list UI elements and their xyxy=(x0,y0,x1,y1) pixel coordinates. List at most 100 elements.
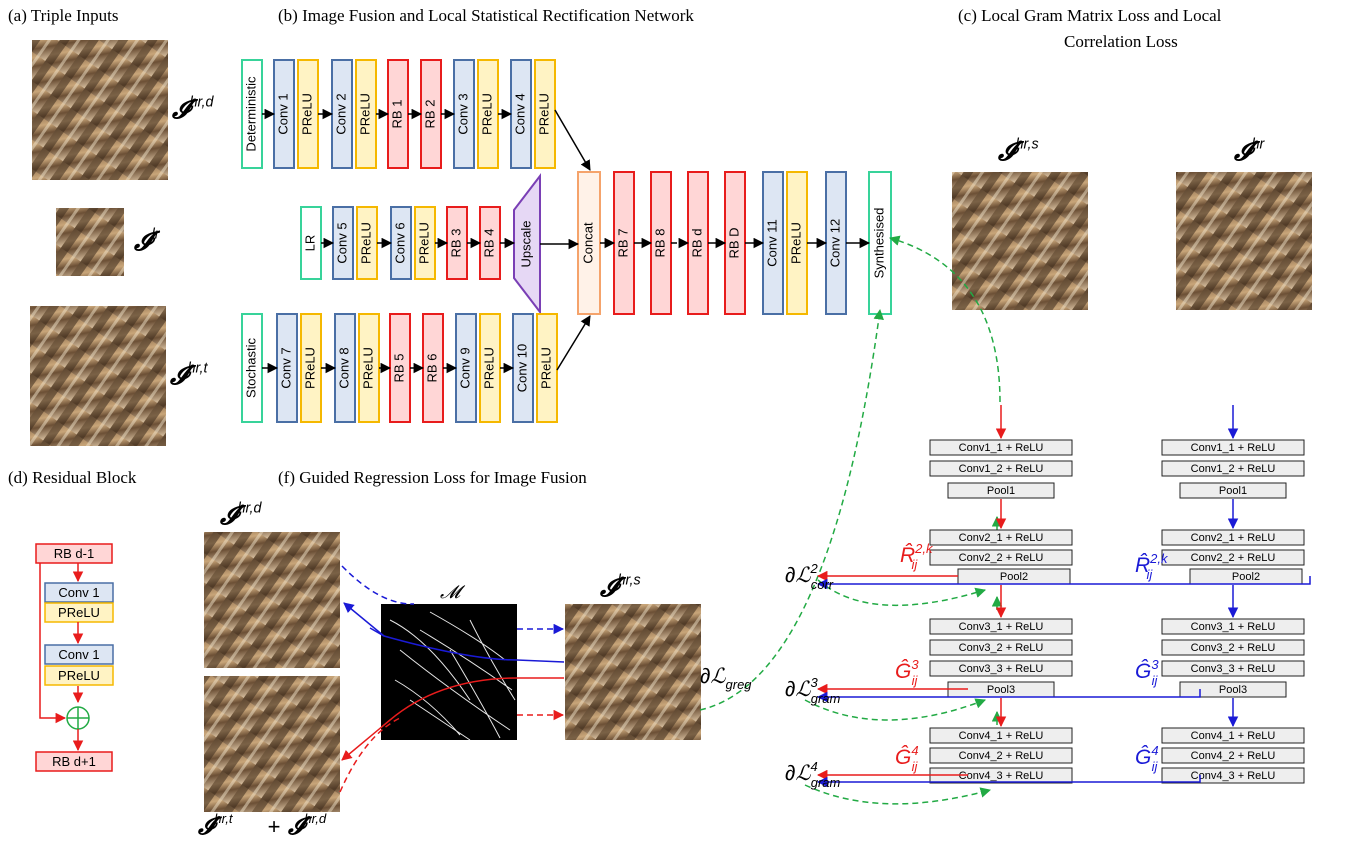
vgg-label: Conv3_3 + ReLU xyxy=(959,663,1044,675)
vgg-right-conv4-2-relu: Conv4_2 + ReLU xyxy=(1161,747,1305,764)
rb-label: Conv 1 xyxy=(58,647,99,662)
vgg-left-conv1-2-relu: Conv1_2 + ReLU xyxy=(929,460,1073,477)
vgg-label: Conv1_1 + ReLU xyxy=(1191,442,1276,454)
block-label: Conv 7 xyxy=(278,347,293,388)
block-label: PReLU xyxy=(358,222,373,264)
rb-label: PReLU xyxy=(58,605,100,620)
vgg-left-conv3-1-relu: Conv3_1 + ReLU xyxy=(929,618,1073,635)
vgg-left-conv1-1-relu: Conv1_1 + ReLU xyxy=(929,439,1073,456)
block-prelu: PReLU xyxy=(297,59,319,169)
block-upscale: Upscale xyxy=(513,173,541,315)
block-label: PReLU xyxy=(481,347,496,389)
vgg-label: Pool2 xyxy=(1232,571,1260,583)
vgg-right-pool3: Pool3 xyxy=(1179,681,1287,698)
vgg-label: Conv3_1 + ReLU xyxy=(1191,621,1276,633)
block-label: Conv 12 xyxy=(827,219,842,267)
vgg-label: Conv1_2 + ReLU xyxy=(1191,463,1276,475)
block-label: RB 7 xyxy=(615,229,630,258)
title-fusion-network: (b) Image Fusion and Local Statistical R… xyxy=(278,6,694,25)
block-rb-1: RB 1 xyxy=(387,59,409,169)
symbol-sum-left: 𝓘hr,t xyxy=(197,811,234,840)
block-rb-3: RB 3 xyxy=(446,206,468,280)
grad-gram3 xyxy=(804,698,986,721)
block-label: PReLU xyxy=(360,347,375,389)
symbol-hr-d: 𝓘hr,d xyxy=(171,94,214,124)
vgg-right-pool1: Pool1 xyxy=(1179,482,1287,499)
block-rb-7: RB 7 xyxy=(613,171,635,315)
vgg-right-conv3-2-relu: Conv3_2 + ReLU xyxy=(1161,639,1305,656)
symbol-hr-s-f: 𝓘hr,s xyxy=(599,572,641,602)
vgg-right-conv4-1-relu: Conv4_1 + ReLU xyxy=(1161,727,1305,744)
block-label: Conv 3 xyxy=(455,93,470,134)
block-label: RB 4 xyxy=(481,229,496,258)
add-icon xyxy=(66,706,90,730)
rb-item-3: PReLU xyxy=(44,665,114,686)
vgg-left-conv3-3-relu: Conv3_3 + ReLU xyxy=(929,660,1073,677)
vgg-right-conv1-1-relu: Conv1_1 + ReLU xyxy=(1161,439,1305,456)
symbol-plus: + xyxy=(268,814,281,839)
block-label: PReLU xyxy=(536,93,551,135)
block-label: RB 2 xyxy=(422,100,437,129)
block-synthesised: Synthesised xyxy=(868,171,892,315)
block-conv-11: Conv 11 xyxy=(762,171,784,315)
vgg-right-conv2-2-relu: Conv2_2 + ReLU xyxy=(1161,549,1305,566)
f-red-solid xyxy=(341,677,564,761)
fur-image-hr-s-f xyxy=(565,604,701,740)
symbol-lr: 𝓘lr xyxy=(133,226,161,256)
block-label: PReLU xyxy=(302,347,317,389)
vgg-label: Conv3_2 + ReLU xyxy=(959,642,1044,654)
block-prelu: PReLU xyxy=(358,313,380,423)
f-blue-solid xyxy=(369,627,565,663)
block-label: RB d xyxy=(689,229,704,258)
symbol-sum: 𝓘hr,t + 𝓘hr,d xyxy=(197,811,327,840)
block-label: Conv 10 xyxy=(514,344,529,392)
symbol-hr-s-top: 𝓘hr,s xyxy=(997,136,1039,166)
fur-image-lr xyxy=(56,208,124,276)
block-conv-10: Conv 10 xyxy=(512,313,534,423)
block-conv-4: Conv 4 xyxy=(510,59,532,169)
block-conv-5: Conv 5 xyxy=(332,206,354,280)
vgg-label: Conv1_2 + ReLU xyxy=(959,463,1044,475)
block-conv-9: Conv 9 xyxy=(455,313,477,423)
vgg-left-pool3: Pool3 xyxy=(947,681,1055,698)
vgg-right-conv3-3-relu: Conv3_3 + ReLU xyxy=(1161,660,1305,677)
rb-item-2: Conv 1 xyxy=(44,644,114,665)
f-blue-solid-arrow xyxy=(343,602,385,637)
block-conv-6: Conv 6 xyxy=(390,206,412,280)
block-lr: LR xyxy=(300,206,322,280)
block-label: Conv 2 xyxy=(333,93,348,134)
block-prelu: PReLU xyxy=(534,59,556,169)
loss-greg: ∂ℒgreg xyxy=(700,665,752,692)
vgg-label: Conv4_1 + ReLU xyxy=(1191,730,1276,742)
vgg-left-conv4-2-relu: Conv4_2 + ReLU xyxy=(929,747,1073,764)
rb-skip xyxy=(39,563,67,724)
block-label: PReLU xyxy=(479,93,494,135)
block-label: RB 6 xyxy=(424,354,439,383)
vgg-label: Conv2_1 + ReLU xyxy=(1191,532,1276,544)
rb-bottom: RB d+1 xyxy=(35,751,113,772)
title-gram-loss-line1: (c) Local Gram Matrix Loss and Local xyxy=(958,6,1222,25)
block-prelu: PReLU xyxy=(356,206,378,280)
vgg-left-conv4-1-relu: Conv4_1 + ReLU xyxy=(929,727,1073,744)
grad-greg xyxy=(699,308,884,711)
arrow xyxy=(554,109,591,171)
block-label: PReLU xyxy=(416,222,431,264)
vgg-left-pool2: Pool2 xyxy=(957,568,1071,585)
arrow xyxy=(556,315,591,371)
vgg-label: Conv4_2 + ReLU xyxy=(959,750,1044,762)
vgg-label: Conv3_3 + ReLU xyxy=(1191,663,1276,675)
block-label: Upscale xyxy=(518,221,533,268)
vgg-label: Conv4_1 + ReLU xyxy=(959,730,1044,742)
block-label: Deterministic xyxy=(243,76,258,152)
block-label: Synthesised xyxy=(871,208,886,279)
block-conv-12: Conv 12 xyxy=(825,171,847,315)
block-label: RB 5 xyxy=(391,354,406,383)
symbol-hr-t: 𝓘hr,t xyxy=(169,360,208,390)
vgg-label: Pool3 xyxy=(987,684,1015,696)
